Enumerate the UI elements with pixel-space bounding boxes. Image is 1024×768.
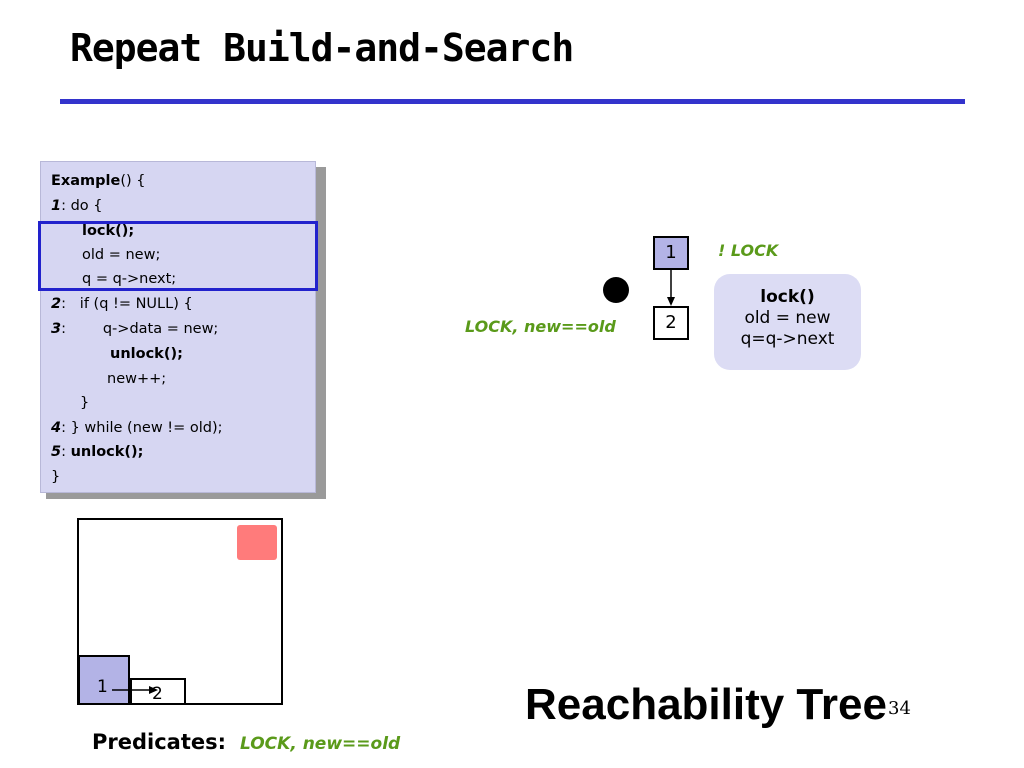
- node-2-predicate: LOCK, new==old: [465, 317, 616, 336]
- code-line-4: old = new;: [82, 247, 161, 263]
- code-listing-box: [40, 161, 316, 493]
- code-highlight-frame: [38, 221, 318, 291]
- region-edge-arrow: [112, 686, 158, 694]
- error-region: [237, 525, 277, 560]
- title-divider: [60, 99, 965, 104]
- callout-line-2: old = new: [744, 308, 831, 328]
- code-line-1: Example() {: [51, 173, 146, 189]
- region-node-2: [130, 678, 186, 705]
- code-line-8: unlock();: [110, 346, 183, 362]
- code-line-10: }: [80, 395, 90, 411]
- code-line-12: 5: unlock();: [51, 444, 144, 460]
- code-line-11: 4: } while (new != old);: [51, 420, 223, 436]
- tree-edge-arrow: [667, 269, 675, 306]
- callout-line-1: lock(): [760, 287, 815, 307]
- code-line-2: 1: do {: [51, 198, 103, 214]
- tree-node-2: 2: [653, 306, 689, 340]
- trace-callout: lock() old = new q=q->next: [714, 274, 861, 370]
- code-line-5: q = q->next;: [82, 271, 177, 287]
- code-line-3: lock();: [82, 223, 135, 239]
- callout-line-3: q=q->next: [740, 329, 835, 349]
- code-line-6: 2: if (q != NULL) {: [51, 296, 193, 312]
- slide-title: Repeat Build-and-Search: [70, 26, 574, 70]
- reachability-tree-label: Reachability Tree: [525, 680, 887, 729]
- region-node-1: [78, 655, 130, 705]
- code-line-9: new++;: [107, 371, 167, 387]
- current-state-dot: [603, 277, 629, 303]
- code-line-13: }: [51, 469, 61, 485]
- tree-node-1: 1: [653, 236, 689, 270]
- code-line-7: 3: q->data = new;: [51, 321, 219, 337]
- predicates-value: LOCK, new==old: [240, 734, 401, 754]
- region-node-2-label: 2: [152, 684, 163, 704]
- region-node-1-label: 1: [97, 677, 108, 697]
- predicates-label: Predicates:: [92, 730, 227, 754]
- page-number: 34: [888, 698, 911, 719]
- node-1-predicate: ! LOCK: [718, 241, 779, 260]
